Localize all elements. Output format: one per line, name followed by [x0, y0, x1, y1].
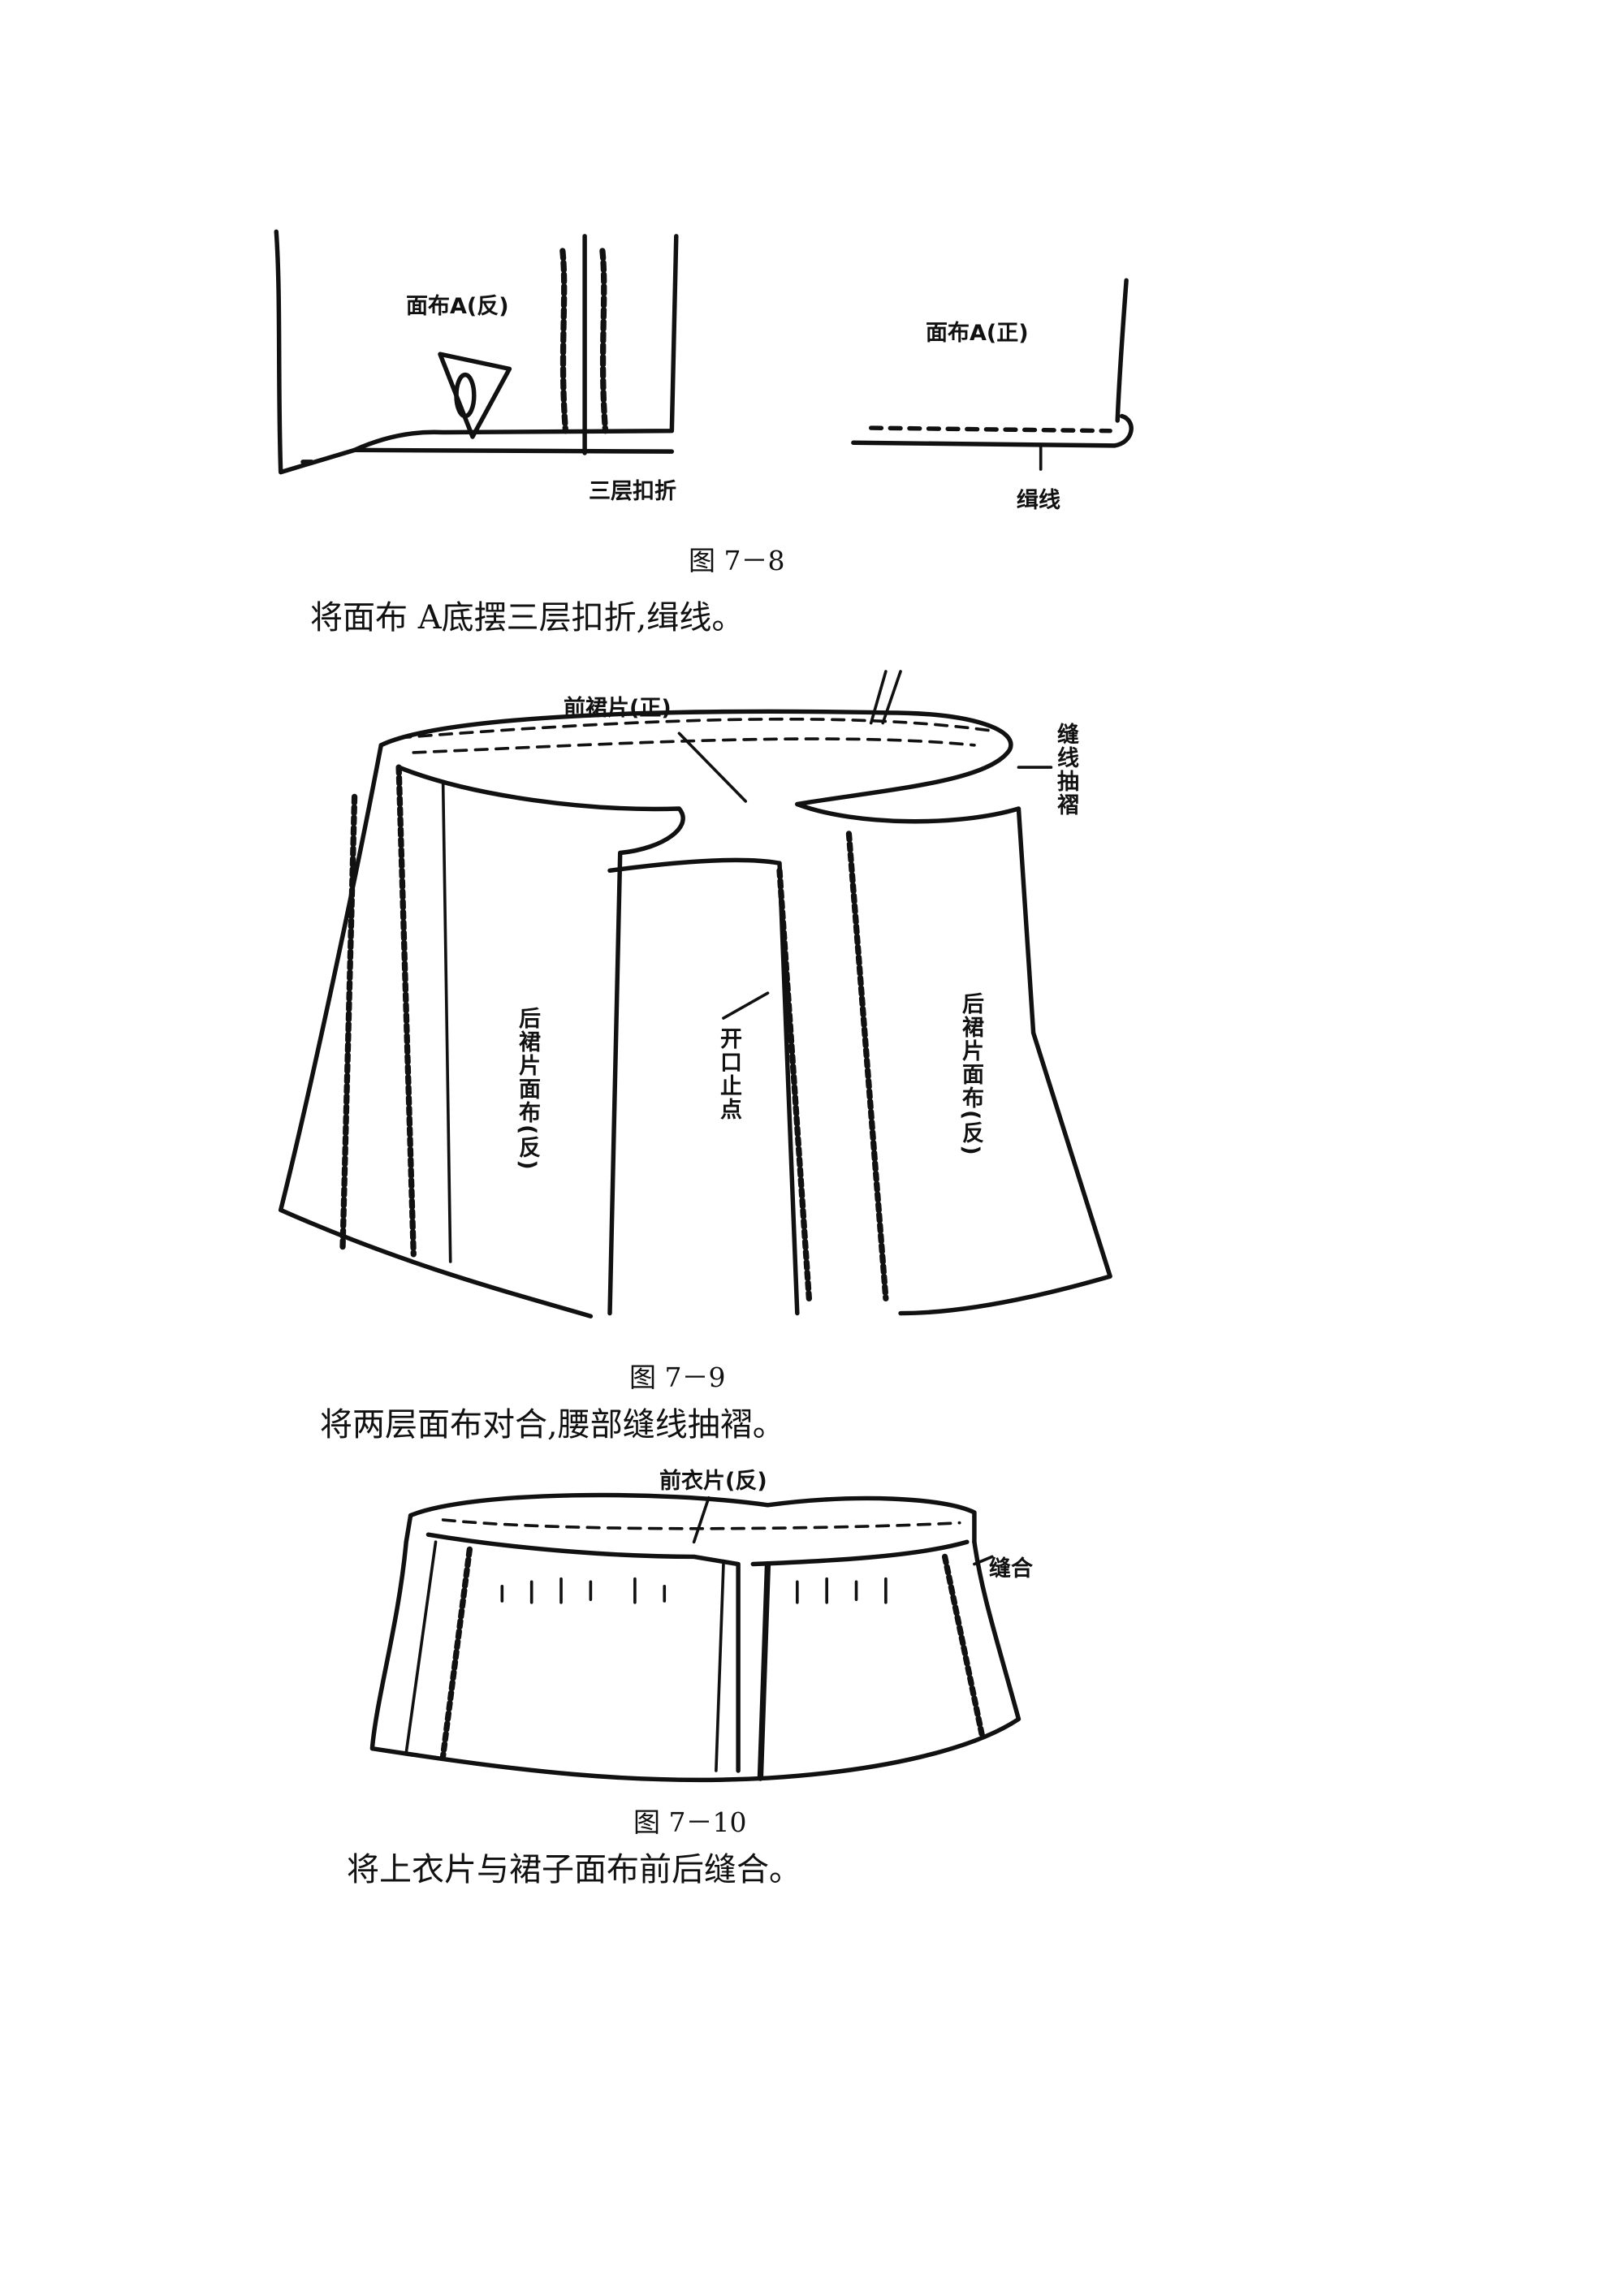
figure-caption-7-8: 图 7－8	[689, 545, 785, 576]
instruction-text-7-9: 将两层面布对合,腰部缝线抽褶。	[320, 1406, 785, 1444]
figure-7-8-right-drawing	[851, 278, 1134, 471]
label-back-skirt-right: 后裙片面布(反)	[958, 992, 983, 1157]
figure-caption-7-10: 图 7－10	[633, 1806, 747, 1838]
label-fabric-a-reverse: 面布A(反)	[406, 294, 509, 319]
label-gather-stitch: 缝线抽褶	[1053, 723, 1078, 817]
label-topstitch: 缉线	[1017, 488, 1060, 513]
label-front-bodice: 前衣片(反)	[659, 1469, 767, 1494]
label-opening-stop-point: 开口止点	[716, 1027, 741, 1121]
instruction-text-7-10: 将上衣片与裙子面布前后缝合。	[347, 1851, 801, 1888]
figure-7-8-left-drawing	[274, 229, 679, 475]
label-triple-fold: 三层扣折	[589, 479, 676, 504]
figure-7-9-drawing	[278, 670, 1112, 1318]
label-back-skirt-left: 后裙片面布(反)	[515, 1007, 540, 1172]
label-front-skirt-piece: 前裙片(正)	[564, 696, 672, 721]
instruction-text-7-8: 将面布 A底摆三层扣折,缉线。	[310, 599, 745, 637]
figure-7-10-drawing	[369, 1492, 1021, 1783]
label-fabric-a-front: 面布A(正)	[926, 321, 1029, 346]
figure-caption-7-9: 图 7－9	[629, 1362, 726, 1393]
label-sew-together: 缝合	[989, 1556, 1033, 1582]
